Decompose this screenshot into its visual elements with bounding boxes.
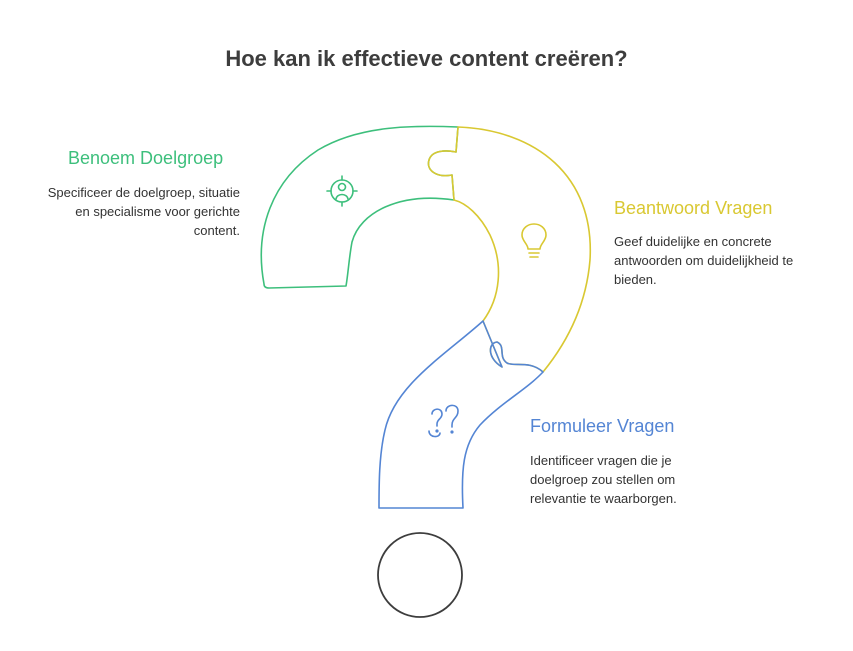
step-heading-formuleer-vragen: Formuleer Vragen [530,416,674,437]
question-mark-dot [378,533,462,617]
segment-formuleer-vragen [379,321,543,508]
step-heading-beantwoord-vragen: Beantwoord Vragen [614,198,772,219]
step-text-beantwoord-vragen: Geef duidelijke en concrete antwoorden o… [614,232,836,289]
target-person-icon [327,176,357,206]
step-heading-benoem-doelgroep: Benoem Doelgroep [68,148,223,169]
step-text-benoem-doelgroep: Specificeer de doelgroep, situatie en sp… [40,183,240,240]
segment-benoem-doelgroep [261,126,458,288]
segment-beantwoord-vragen [428,127,590,372]
question-marks-icon [429,405,458,436]
step-text-formuleer-vragen: Identificeer vragen die je doelgroep zou… [530,451,710,508]
lightbulb-icon [522,224,546,257]
